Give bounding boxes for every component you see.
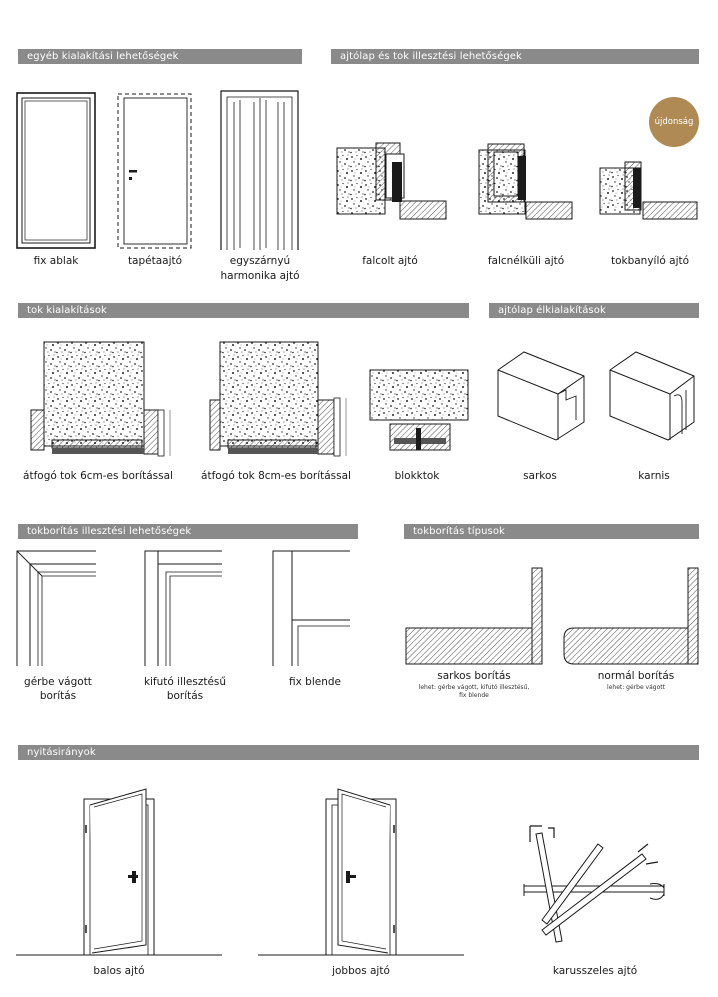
label-tokbanyilo: tokbanyíló ajtó (610, 255, 690, 267)
label-atfogo6: átfogó tok 6cm-es borítással (23, 470, 173, 482)
karnis-el-drawing (609, 351, 695, 441)
ujdonsag-badge: újdonság (649, 97, 699, 147)
label-kifuto-1: kifutó illesztésű (143, 676, 227, 688)
jobbos-drawing (258, 788, 464, 956)
note-normal-boritas: lehet: gérbe vágott (607, 684, 665, 691)
fix-ablak-drawing (16, 92, 96, 249)
harmonika-drawing (220, 90, 299, 250)
section-elkialakitas: ajtólap élkialakítások (489, 303, 699, 318)
sarkos-el-drawing (497, 351, 585, 441)
label-atfogo8: átfogó tok 8cm-es borítással (201, 470, 351, 482)
label-sarkos: sarkos (523, 470, 557, 482)
label-karnis: karnis (638, 470, 670, 482)
note-sarkos-boritas-2: fix blende (459, 692, 489, 699)
tapetaajto-drawing (117, 93, 192, 249)
gerbe-drawing (16, 550, 96, 666)
label-harmonika-1: egyszárnyú (229, 255, 291, 267)
label-fix-ablak: fix ablak (33, 255, 79, 267)
kifuto-drawing (144, 550, 222, 666)
section-tokboritas-illesztes: tokborítás illesztési lehetőségek (18, 524, 358, 539)
normal-boritas-drawing (563, 567, 699, 665)
label-blokktok: blokktok (394, 470, 440, 482)
label-kifuto-2: borítás (166, 690, 204, 702)
balos-drawing (16, 788, 222, 956)
falcnelkuli-drawing (478, 143, 573, 220)
atfogo8-drawing (209, 341, 347, 457)
label-harmonika-2: harmonika ajtó (220, 270, 300, 282)
fix-blende-drawing (272, 550, 350, 666)
atfogo6-drawing (30, 341, 171, 457)
section-tok: tok kialakítások (18, 303, 469, 318)
section-egyeb: egyéb kialakítási lehetőségek (18, 49, 302, 64)
label-falcnelkuli: falcnélküli ajtó (487, 255, 565, 267)
note-sarkos-boritas-1: lehet: gérbe vágott, kifutó illesztésű, (418, 684, 530, 691)
blokktok-drawing (369, 369, 469, 451)
label-gerbe-1: gérbe vágott (24, 676, 92, 688)
label-karusszeles: karusszeles ajtó (552, 965, 638, 977)
label-falcolt: falcolt ajtó (362, 255, 418, 267)
label-jobbos: jobbos ajtó (332, 965, 390, 977)
label-gerbe-2: borítás (39, 690, 77, 702)
karusszeles-drawing (523, 825, 665, 943)
label-fix-blende: fix blende (289, 676, 341, 688)
section-ajtolap-tok: ajtólap és tok illesztési lehetőségek (331, 49, 699, 64)
falcolt-drawing (336, 142, 447, 220)
label-sarkos-boritas: sarkos borítás (437, 670, 511, 682)
label-normal-boritas: normál borítás (597, 670, 675, 682)
section-nyitasiranyok: nyitásirányok (18, 745, 699, 760)
label-balos: balos ajtó (93, 965, 145, 977)
section-tokboritas-tipus: tokborítás típusok (404, 524, 699, 539)
sarkos-boritas-drawing (405, 567, 543, 665)
label-tapetaajto: tapétaajtó (127, 255, 183, 267)
tokbanyilo-drawing (599, 161, 698, 220)
